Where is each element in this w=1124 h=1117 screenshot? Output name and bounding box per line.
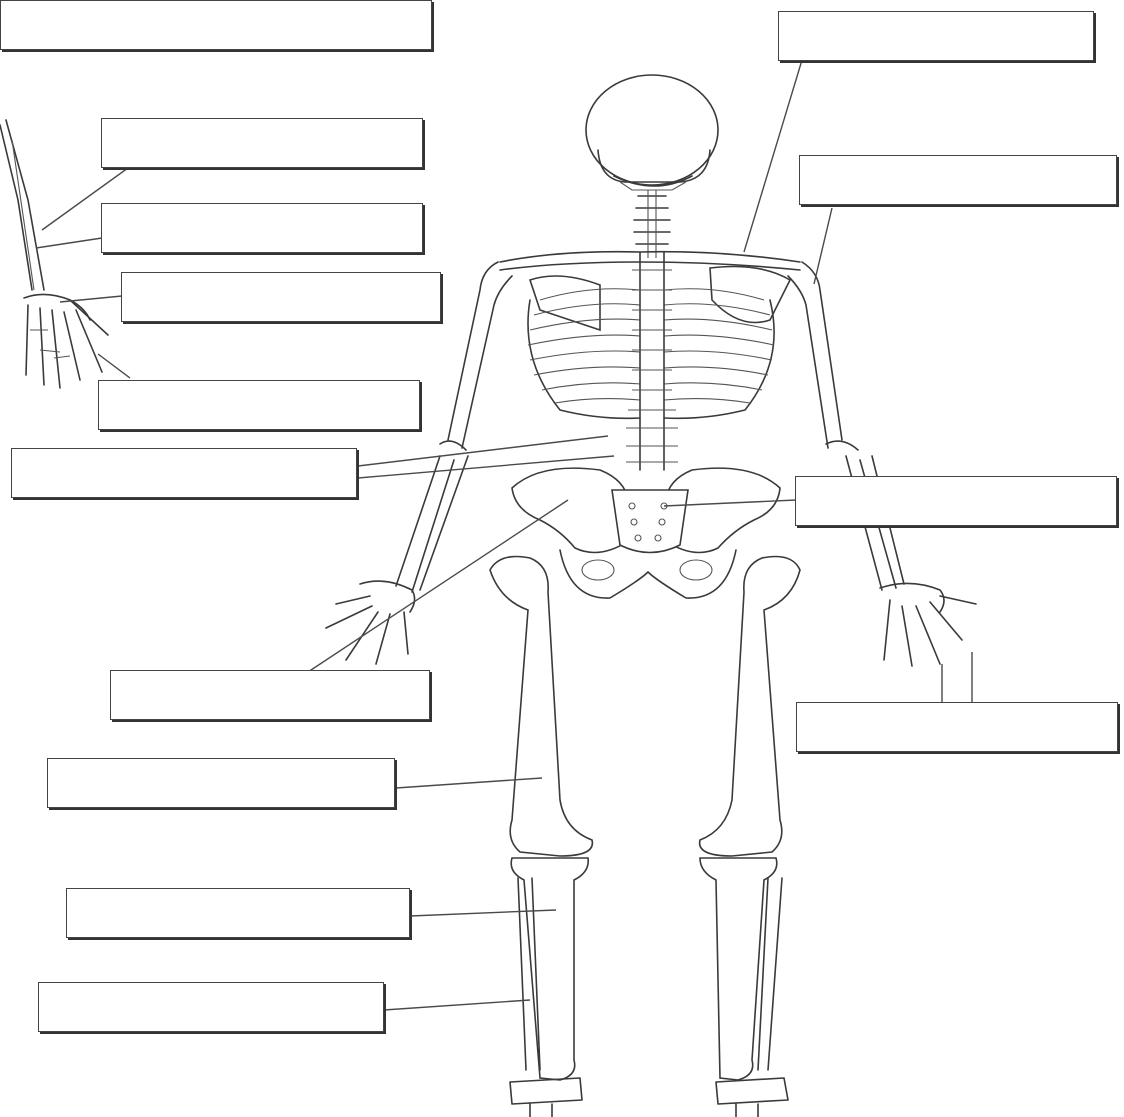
label-input[interactable] xyxy=(102,119,422,167)
label-box-left-5[interactable] xyxy=(11,448,357,498)
rib-cage xyxy=(528,289,774,419)
label-input[interactable] xyxy=(39,983,383,1031)
label-box-left-4[interactable] xyxy=(98,380,420,430)
cervical-spine xyxy=(634,190,670,258)
label-input[interactable] xyxy=(99,381,419,429)
skull xyxy=(586,75,718,190)
label-box-left-9[interactable] xyxy=(38,982,384,1032)
label-box-top-left[interactable] xyxy=(0,0,432,50)
label-input[interactable] xyxy=(102,204,422,252)
spine xyxy=(626,252,678,470)
label-box-left-6[interactable] xyxy=(110,670,430,720)
label-input[interactable] xyxy=(797,703,1117,751)
partial-arm-top-left xyxy=(0,120,108,388)
shoulder-girdle xyxy=(500,252,800,330)
label-box-right-pelvis[interactable] xyxy=(795,476,1117,526)
label-box-upper-right-1[interactable] xyxy=(778,11,1094,61)
label-box-left-1[interactable] xyxy=(101,118,423,168)
label-input[interactable] xyxy=(779,12,1093,60)
label-box-upper-right-2[interactable] xyxy=(799,155,1117,205)
label-input[interactable] xyxy=(12,449,356,497)
label-box-left-2[interactable] xyxy=(101,203,423,253)
label-input[interactable] xyxy=(1,1,431,49)
label-input[interactable] xyxy=(800,156,1116,204)
label-box-left-7[interactable] xyxy=(47,758,395,808)
label-input[interactable] xyxy=(111,671,429,719)
right-arm xyxy=(788,262,976,666)
label-input[interactable] xyxy=(67,889,409,937)
label-input[interactable] xyxy=(48,759,394,807)
label-box-left-8[interactable] xyxy=(66,888,410,938)
label-box-right-hand[interactable] xyxy=(796,702,1118,752)
pelvis xyxy=(512,468,780,598)
label-input[interactable] xyxy=(796,477,1116,525)
legs xyxy=(490,557,800,1117)
label-input[interactable] xyxy=(122,273,440,321)
label-box-left-3[interactable] xyxy=(121,272,441,322)
